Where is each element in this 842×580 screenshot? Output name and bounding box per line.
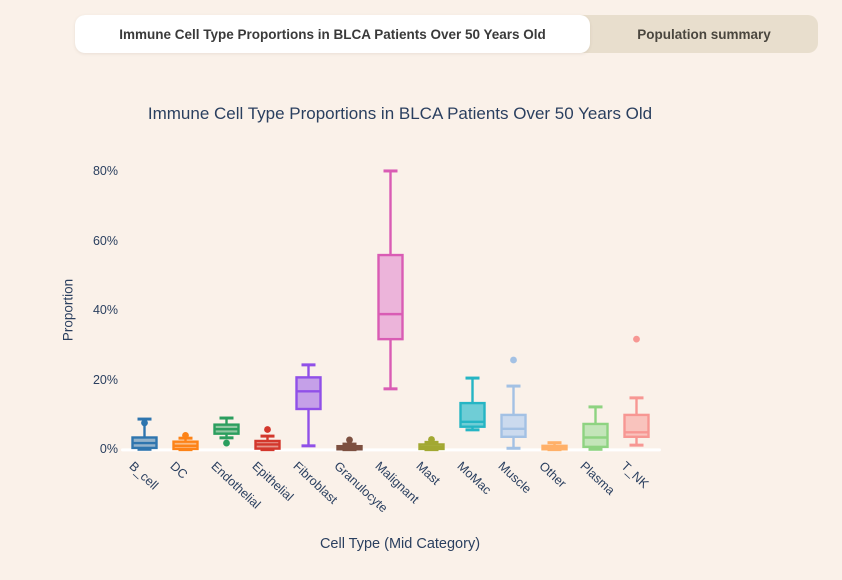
box-Plasma xyxy=(582,422,609,449)
x-axis-title: Cell Type (Mid Category) xyxy=(319,536,481,552)
tab-immune-proportions[interactable]: Immune Cell Type Proportions in BLCA Pat… xyxy=(75,15,590,53)
tab-bar: Immune Cell Type Proportions in BLCA Pat… xyxy=(75,15,818,53)
y-tick-label-20%: 20% xyxy=(92,372,118,387)
y-tick-label-0%: 0% xyxy=(99,442,118,456)
outlier-T_NK xyxy=(633,335,640,343)
box-Malignant xyxy=(377,253,404,341)
box-Fibroblast xyxy=(295,376,322,411)
outlier-Mast xyxy=(428,436,435,443)
chart-title: Immune Cell Type Proportions in BLCA Pat… xyxy=(147,104,653,123)
outlier-Muscle xyxy=(510,356,517,364)
outlier-B_cell xyxy=(141,419,148,427)
tab-population-summary[interactable]: Population summary xyxy=(637,26,771,42)
box-Muscle xyxy=(500,413,527,438)
box-T_NK xyxy=(623,413,650,438)
y-tick-label-40%: 40% xyxy=(92,303,118,317)
outlier-Epithelial xyxy=(264,426,271,433)
outlier-DC xyxy=(182,432,189,439)
y-tick-label-80%: 80% xyxy=(92,164,118,178)
x-axis-line xyxy=(121,448,661,452)
outlier-Granulocyte xyxy=(346,436,353,444)
y-tick-label-60%: 60% xyxy=(92,233,118,248)
outlier-Endothelial xyxy=(223,439,230,447)
box-MoMac xyxy=(459,401,486,428)
